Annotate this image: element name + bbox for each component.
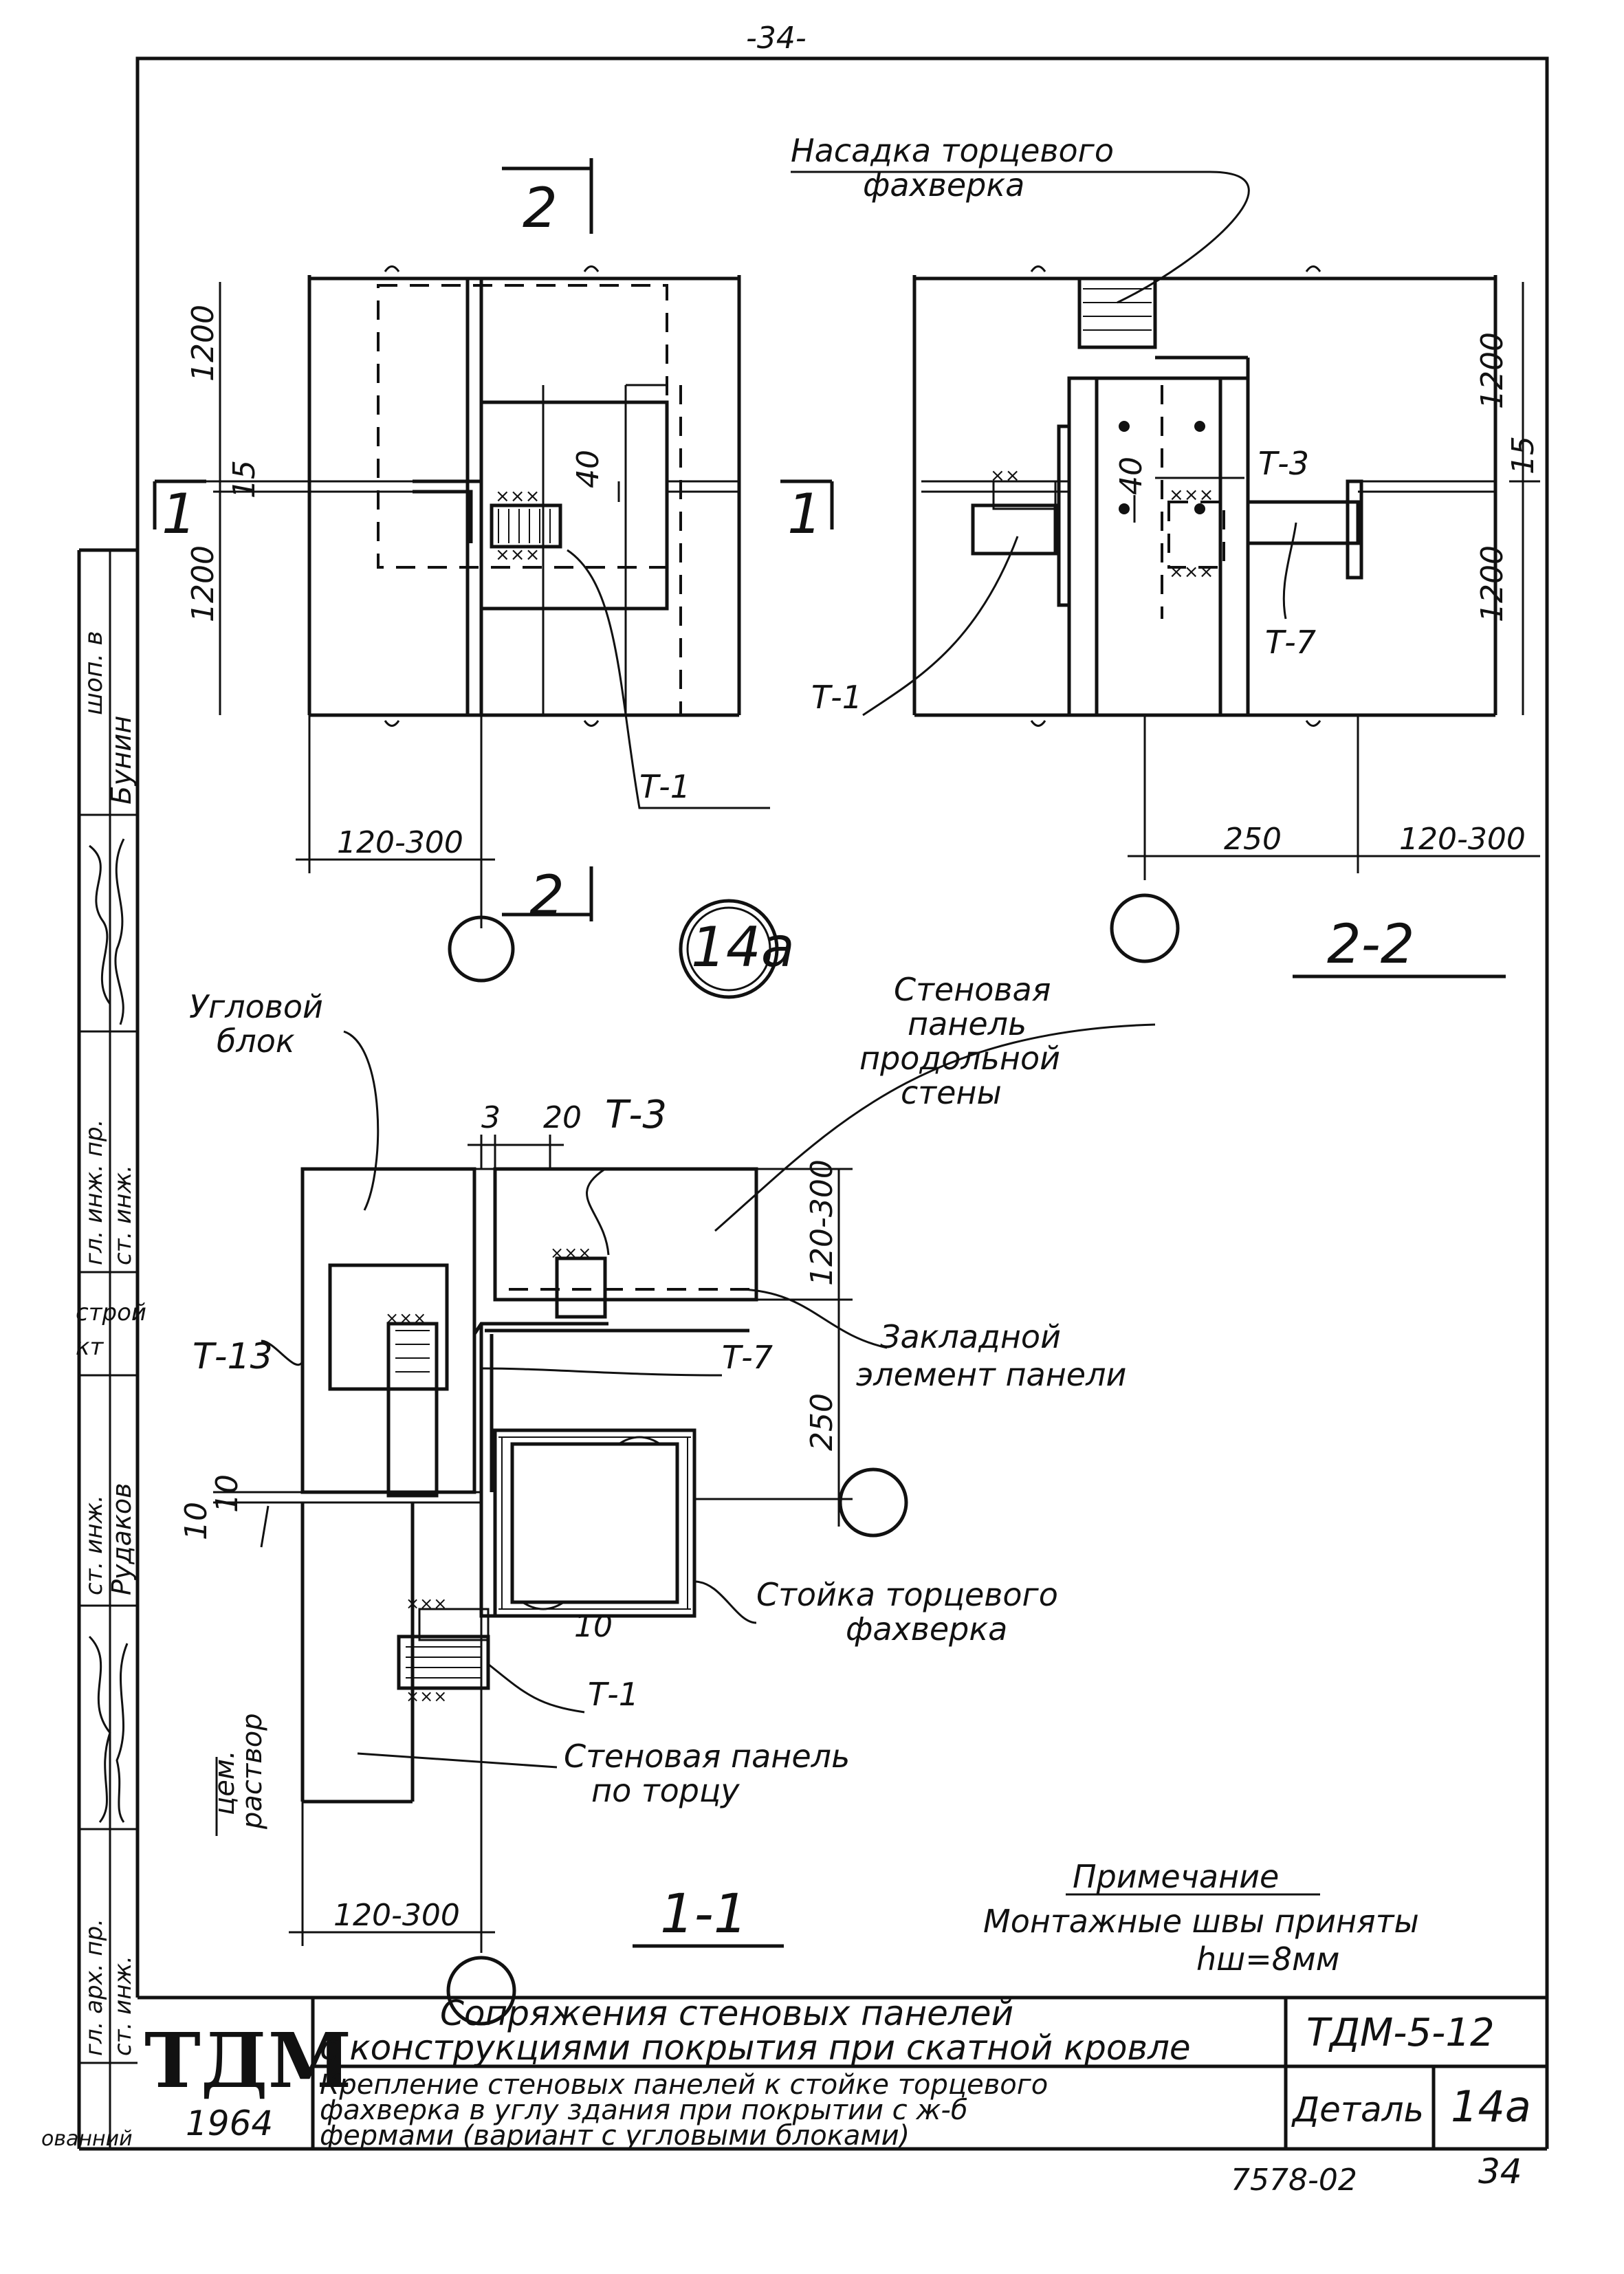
stamp-c5-role: ст. инж. [80,1495,108,1595]
sub-line1: Крепление стеновых панелей к стойке торц… [320,2069,1048,2101]
dim-1200-lower: 1200 [186,545,221,622]
uglovoy-line2: блок [217,1023,295,1060]
title-line2: с конструкциями покрытия при скатной кро… [320,2028,1191,2068]
panel-torec-line1: Стеновая панель [564,1738,850,1775]
page-number: -34- [746,21,806,56]
dim-10-inner: 10 [210,1474,245,1513]
mark-t3-bottom: Т-3 [605,1093,667,1137]
stamp-c1: шоп. в [80,631,108,715]
dim-40-left: 40 [571,450,606,488]
view-label-2-2: 2-2 [1327,914,1414,976]
stamp-c1-name: Бунин [106,716,138,805]
view-bottom: ××× ××× ××× ××× [213,1023,1156,2026]
note-line2: hш=8мм [1196,1940,1339,1978]
title-line1: Сопряжения стеновых панелей [440,1993,1013,2033]
order-number: 7578-02 [1231,2163,1357,2198]
view-top-right: ×× ××× ××× [791,171,1540,963]
drawing-code: ТДМ-5-12 [1306,2011,1495,2055]
detail-label: Деталь [1291,2090,1424,2130]
panel-prod-line4: стены [901,1074,1002,1111]
svg-text:×××: ××× [1169,485,1214,505]
signatures [88,838,129,1823]
stamp-c4: строй [76,1299,146,1326]
dim-250-top: 250 [1224,822,1282,857]
year: 1964 [186,2103,273,2143]
dim-120-300-vertical: 120-300 [804,1159,840,1286]
dim-15-right: 15 [1506,436,1541,474]
panel-prod-line2: панель [908,1005,1027,1042]
sub-line2: фахверка в углу здания при покрытии с ж-… [320,2095,968,2126]
uglovoy-line1: Угловой [189,988,323,1025]
dim-250-vertical: 250 [804,1393,840,1451]
note-title: Примечание [1073,1858,1279,1895]
zakladnoy-line1: Закладной [880,1318,1061,1355]
note-line1: Монтажные швы приняты [983,1903,1419,1940]
view-top-left: ××× ××× [153,158,834,983]
svg-text:×××: ××× [495,486,540,507]
stoyka-line1: Стойка торцевого [756,1576,1058,1613]
title-block [311,1998,1547,2149]
tdm-logo: ТДМ [144,2016,351,2105]
stamp-c4b: кт [76,1333,105,1361]
mark-t1-top-left: Т-1 [639,768,690,805]
dim-20: 20 [543,1100,582,1135]
svg-text:×××: ××× [550,1243,591,1262]
sheet-frame [79,56,1549,2151]
svg-text:×××: ××× [406,1594,447,1613]
stamp-c7: ованний [41,2127,133,2151]
section-1-left: 1 [162,482,197,546]
sub-line3: фермами (вариант с угловыми блоками) [320,2120,910,2152]
dim-10-small: 10 [574,1609,613,1644]
mark-t1-top-right: Т-1 [811,679,862,716]
dim-3: 3 [481,1100,501,1135]
zakladnoy-line2: элемент панели [856,1356,1126,1393]
svg-text:×××: ××× [495,545,540,565]
dim-1200-upper: 1200 [186,305,221,382]
dim-15-left: 15 [227,460,262,499]
mark-t7-top: Т-7 [1265,624,1316,661]
dim-40-right: 40 [1114,457,1149,495]
dim-10-outer: 10 [179,1502,214,1540]
dim-1200-right-lower: 1200 [1475,545,1510,622]
mark-t13: Т-13 [193,1336,273,1377]
detail-bubble [679,899,779,999]
cem-line1: цем. [209,1750,241,1815]
section-2-top: 2 [523,176,558,240]
nasadka-line1: Насадка торцевого [791,132,1114,169]
side-stamp [77,548,138,2149]
nasadka-line2: фахверка [863,166,1024,204]
detail-number: 14а [691,915,795,979]
dim-120-300-top-left: 120-300 [337,825,463,860]
stamp-c5-name: Рудаков [107,1483,137,1595]
panel-prod-line1: Стеновая [894,971,1051,1008]
stamp-c6: гл. арх. пр. [80,1918,108,2056]
svg-text:×××: ××× [385,1309,426,1328]
svg-text:×××: ××× [406,1687,447,1706]
stamp-c3: ст. инж. [109,1165,137,1265]
cem-line2: раствор [237,1713,268,1830]
mark-t3-top: Т-3 [1258,445,1309,482]
mark-t7-bottom: Т-7 [722,1339,773,1376]
svg-text:××: ×× [990,466,1020,486]
stoyka-line2: фахверка [846,1610,1007,1648]
dim-120-300-bottom: 120-300 [333,1898,460,1933]
panel-torec-line2: по торцу [591,1772,740,1809]
view-label-1-1: 1-1 [660,1883,747,1945]
stamp-c6b: ст. инж. [109,1956,137,2056]
section-1-right: 1 [787,482,822,546]
section-2-bottom: 2 [529,864,564,928]
dim-1200-right-upper: 1200 [1475,332,1510,409]
detail-value: 14а [1451,2081,1531,2132]
sheet-number: 34 [1478,2152,1522,2191]
stamp-c2: гл. инж. пр. [80,1119,108,1265]
panel-prod-line3: продольной [859,1040,1060,1077]
dim-120-300-top-right: 120-300 [1399,822,1526,857]
mark-t1-bottom: Т-1 [588,1676,639,1713]
svg-text:×××: ××× [1169,562,1214,582]
